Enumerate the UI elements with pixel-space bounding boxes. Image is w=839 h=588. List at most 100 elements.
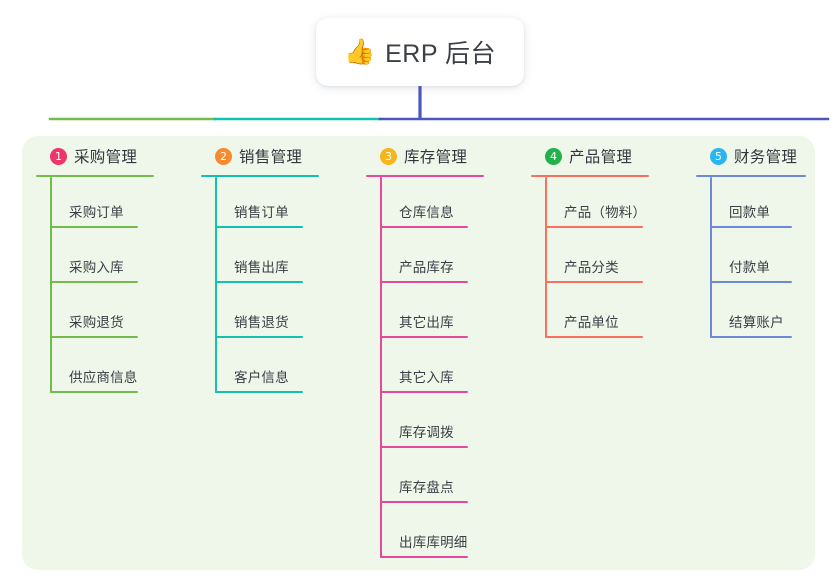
leaf-item[interactable]: 产品（物料）: [531, 177, 681, 232]
leaf-item[interactable]: 产品单位: [531, 287, 681, 342]
leaf-label: 销售订单: [234, 205, 289, 220]
column-rule-1: [36, 175, 154, 177]
leaf-rule: [50, 226, 138, 228]
leaf-rule: [380, 336, 468, 338]
leaf-rule: [380, 501, 468, 503]
leaf-item[interactable]: 客户信息: [201, 342, 351, 397]
leaf-label: 产品库存: [399, 260, 454, 275]
leaf-list-3: 仓库信息产品库存其它出库其它入库库存调拨库存盘点出库库明细: [366, 177, 516, 562]
leaf-item[interactable]: 采购入库: [36, 232, 186, 287]
leaf-label: 其它出库: [399, 315, 454, 330]
column-badge-2: 2: [215, 147, 232, 165]
leaf-item[interactable]: 库存调拨: [366, 397, 516, 452]
leaf-rule: [545, 336, 643, 338]
leaf-rule: [50, 336, 138, 338]
leaf-label: 库存盘点: [399, 480, 454, 495]
leaf-item[interactable]: 库存盘点: [366, 452, 516, 507]
column-rule-2: [201, 175, 319, 177]
leaf-item[interactable]: 采购订单: [36, 177, 186, 232]
leaf-label: 其它入库: [399, 370, 454, 385]
leaf-item[interactable]: 结算账户: [696, 287, 828, 342]
column-header-1[interactable]: 1 采购管理: [36, 144, 186, 168]
column-spine-5: [710, 177, 712, 338]
column-title-2: 销售管理: [239, 149, 303, 166]
column-title-4: 产品管理: [569, 149, 633, 166]
leaf-rule: [710, 281, 792, 283]
column-header-2[interactable]: 2 销售管理: [201, 144, 351, 168]
leaf-rule: [215, 336, 303, 338]
leaf-label: 出库库明细: [399, 535, 468, 550]
leaf-label: 采购入库: [69, 260, 124, 275]
leaf-rule: [545, 281, 643, 283]
leaf-item[interactable]: 销售退货: [201, 287, 351, 342]
column-spine-3: [380, 177, 382, 558]
leaf-item[interactable]: 产品库存: [366, 232, 516, 287]
leaf-label: 仓库信息: [399, 205, 454, 220]
column-badge-5: 5: [710, 147, 727, 165]
leaf-label: 产品（物料）: [564, 205, 647, 220]
column-rule-5: [696, 175, 806, 177]
leaf-label: 结算账户: [729, 315, 784, 330]
thumbs-up-icon: 👍: [343, 37, 376, 66]
root-node-title: ERP 后台: [385, 40, 497, 68]
leaf-label: 供应商信息: [69, 370, 138, 385]
leaf-rule: [50, 281, 138, 283]
leaf-label: 库存调拨: [399, 425, 454, 440]
column-5: 5 财务管理回款单付款单结算账户: [696, 144, 828, 342]
leaf-list-1: 采购订单采购入库采购退货供应商信息: [36, 177, 186, 397]
leaf-rule: [380, 281, 468, 283]
leaf-label: 销售退货: [234, 315, 289, 330]
leaf-item[interactable]: 其它出库: [366, 287, 516, 342]
leaf-label: 回款单: [729, 205, 771, 220]
leaf-item[interactable]: 付款单: [696, 232, 828, 287]
column-rule-3: [366, 175, 484, 177]
leaf-item[interactable]: 仓库信息: [366, 177, 516, 232]
leaf-item[interactable]: 供应商信息: [36, 342, 186, 397]
leaf-rule: [215, 391, 303, 393]
leaf-rule: [50, 391, 138, 393]
column-1: 1 采购管理采购订单采购入库采购退货供应商信息: [36, 144, 186, 397]
leaf-rule: [710, 226, 792, 228]
leaf-list-5: 回款单付款单结算账户: [696, 177, 828, 342]
column-title-1: 采购管理: [74, 149, 138, 166]
leaf-rule: [215, 226, 303, 228]
leaf-rule: [380, 556, 468, 558]
leaf-label: 采购订单: [69, 205, 124, 220]
column-4: 4 产品管理产品（物料） 产品分类产品单位: [531, 144, 681, 342]
leaf-item[interactable]: 销售出库: [201, 232, 351, 287]
column-header-5[interactable]: 5 财务管理: [696, 144, 828, 168]
leaf-label: 客户信息: [234, 370, 289, 385]
leaf-label: 产品单位: [564, 315, 619, 330]
leaf-label: 产品分类: [564, 260, 619, 275]
leaf-item[interactable]: 出库库明细: [366, 507, 516, 562]
leaf-item[interactable]: 产品分类: [531, 232, 681, 287]
column-header-4[interactable]: 4 产品管理: [531, 144, 681, 168]
column-2: 2 销售管理销售订单销售出库销售退货客户信息: [201, 144, 351, 397]
column-header-3[interactable]: 3 库存管理: [366, 144, 516, 168]
leaf-label: 付款单: [729, 260, 771, 275]
column-badge-3: 3: [380, 147, 397, 165]
leaf-rule: [380, 226, 468, 228]
root-node-card[interactable]: 👍 ERP 后台: [316, 18, 524, 86]
column-badge-1: 1: [50, 147, 67, 165]
column-rule-4: [531, 175, 649, 177]
leaf-list-2: 销售订单销售出库销售退货客户信息: [201, 177, 351, 397]
leaf-item[interactable]: 其它入库: [366, 342, 516, 397]
leaf-rule: [710, 336, 792, 338]
leaf-item[interactable]: 采购退货: [36, 287, 186, 342]
column-title-3: 库存管理: [404, 149, 468, 166]
column-badge-4: 4: [545, 147, 562, 165]
leaf-item[interactable]: 回款单: [696, 177, 828, 232]
column-title-5: 财务管理: [734, 149, 798, 166]
leaf-label: 采购退货: [69, 315, 124, 330]
leaf-list-4: 产品（物料） 产品分类产品单位: [531, 177, 681, 342]
column-spine-4: [545, 177, 547, 338]
diagram-panel: [22, 136, 815, 570]
leaf-rule: [545, 226, 643, 228]
column-spine-1: [50, 177, 52, 393]
leaf-item[interactable]: 销售订单: [201, 177, 351, 232]
column-spine-2: [215, 177, 217, 393]
leaf-rule: [380, 391, 468, 393]
leaf-rule: [215, 281, 303, 283]
leaf-rule: [380, 446, 468, 448]
